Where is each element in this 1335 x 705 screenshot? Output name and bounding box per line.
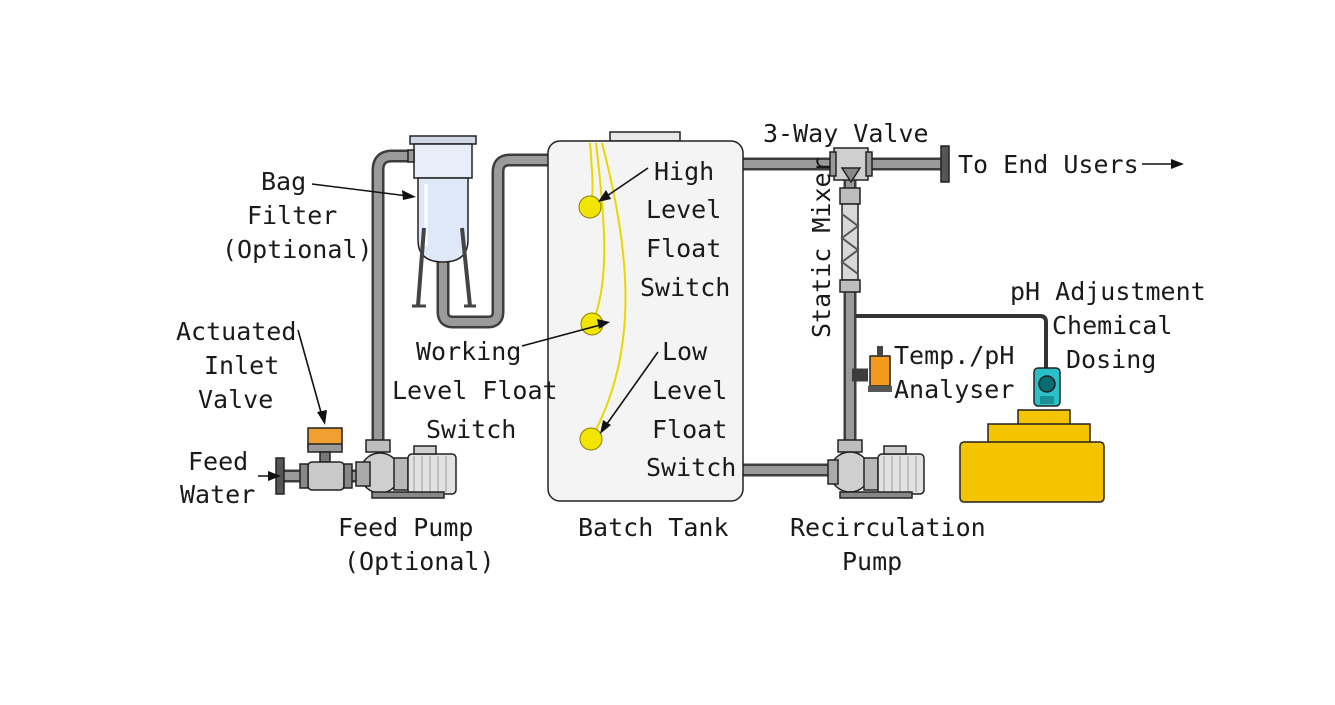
feed-water-label: Feed Water	[180, 447, 255, 509]
svg-text:Switch: Switch	[646, 453, 736, 482]
chemical-dosing-tank	[959, 409, 1105, 503]
svg-text:Float: Float	[646, 234, 721, 263]
actuated-inlet-valve-label: Actuated Inlet Valve	[176, 317, 296, 414]
low-level-float	[579, 427, 603, 451]
temp-ph-analyser	[868, 346, 892, 392]
low-level-float-switch-label: Low Level Float Switch	[646, 337, 736, 482]
three-way-valve-label: 3-Way Valve	[763, 119, 929, 148]
svg-text:Actuated: Actuated	[176, 317, 296, 346]
svg-text:Switch: Switch	[426, 415, 516, 444]
svg-text:Bag: Bag	[261, 167, 306, 196]
batch-tank	[547, 131, 744, 502]
ph-adjustment-label: pH Adjustment Chemical Dosing	[1010, 277, 1206, 374]
high-level-float	[578, 195, 602, 219]
high-level-float-switch-label: High Level Float Switch	[640, 157, 730, 302]
svg-text:Feed Pump: Feed Pump	[338, 513, 473, 542]
recirculation-pump-label: Recirculation Pump	[790, 513, 986, 576]
dosing-line	[856, 314, 1048, 368]
svg-text:Switch: Switch	[640, 273, 730, 302]
svg-text:Valve: Valve	[198, 385, 273, 414]
svg-text:Working: Working	[416, 337, 521, 366]
svg-text:Level Float: Level Float	[392, 376, 558, 405]
svg-text:Low: Low	[662, 337, 708, 366]
svg-text:Temp./pH: Temp./pH	[894, 341, 1014, 370]
svg-text:Chemical: Chemical	[1052, 311, 1172, 340]
svg-text:(Optional): (Optional)	[222, 235, 373, 264]
temp-ph-analyser-label: Temp./pH Analyser	[894, 341, 1014, 404]
svg-text:Feed: Feed	[188, 447, 248, 476]
dosing-pump	[1033, 367, 1061, 407]
svg-text:Pump: Pump	[842, 547, 902, 576]
working-level-float-switch-label: Working Level Float Switch	[392, 337, 558, 444]
svg-text:Recirculation: Recirculation	[790, 513, 986, 542]
recirculation-pump	[827, 439, 925, 499]
svg-text:Water: Water	[180, 480, 255, 509]
svg-text:Level: Level	[652, 376, 727, 405]
feed-pump	[355, 439, 457, 499]
bag-filter	[407, 135, 477, 308]
svg-text:Filter: Filter	[247, 201, 337, 230]
leader-lines	[258, 159, 1184, 481]
bag-filter-label: Bag Filter (Optional)	[222, 167, 373, 264]
to-end-users-pipe	[866, 145, 950, 183]
svg-text:Level: Level	[646, 195, 721, 224]
labels: 3-Way Valve To End Users Static Mixer Ba…	[176, 119, 1206, 576]
feed-riser-pipe	[371, 149, 412, 448]
batch-tank-label: Batch Tank	[578, 513, 729, 542]
three-way-valve	[829, 147, 873, 184]
filter-outlet-pipe	[436, 153, 548, 329]
svg-text:Float: Float	[652, 415, 727, 444]
svg-text:(Optional): (Optional)	[344, 547, 495, 576]
svg-text:High: High	[654, 157, 714, 186]
svg-text:pH Adjustment: pH Adjustment	[1010, 277, 1206, 306]
svg-text:Inlet: Inlet	[204, 351, 279, 380]
static-mixer	[839, 187, 861, 293]
static-mixer-label: Static Mixer	[807, 157, 836, 338]
feed-pump-label: Feed Pump (Optional)	[338, 513, 495, 576]
svg-text:Dosing: Dosing	[1066, 345, 1156, 374]
actuated-inlet-valve	[299, 427, 353, 491]
piping	[275, 145, 1048, 495]
to-end-users-label: To End Users	[958, 150, 1139, 179]
svg-text:Analyser: Analyser	[894, 375, 1014, 404]
